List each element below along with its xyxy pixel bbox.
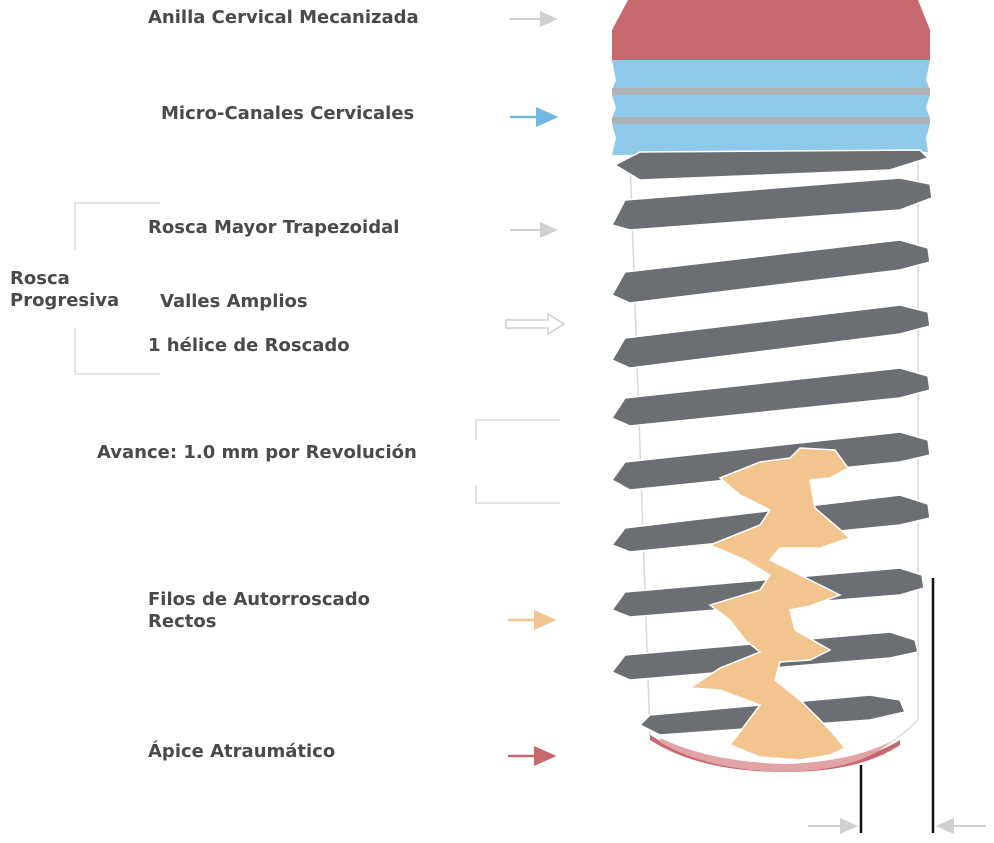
micro-channels bbox=[612, 60, 930, 155]
progressive-bracket bbox=[75, 203, 160, 374]
cervical-ring bbox=[612, 0, 930, 62]
implant bbox=[612, 0, 932, 772]
arrow-wide-valleys bbox=[506, 314, 564, 334]
advance-bracket bbox=[476, 420, 560, 503]
